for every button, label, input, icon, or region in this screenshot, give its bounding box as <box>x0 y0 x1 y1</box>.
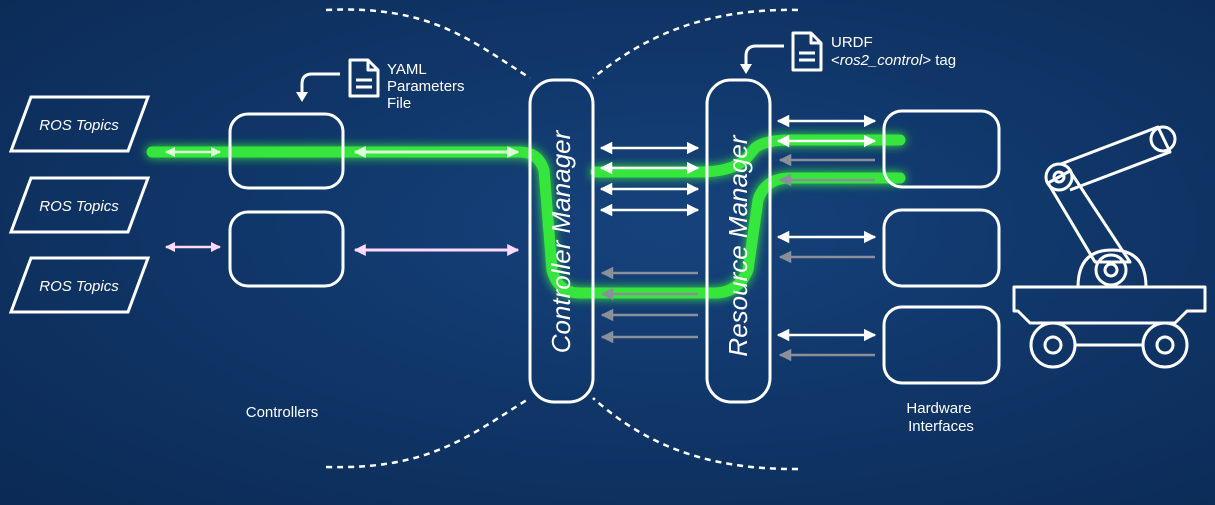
resource-manager: Resource Manager <box>705 78 772 404</box>
hardware-interface-box <box>882 305 1001 385</box>
hardware-interface-box <box>882 208 1001 288</box>
urdf-arrow-icon <box>740 44 784 74</box>
ros-topic-label: ROS Topics <box>39 278 119 295</box>
yaml-document-icon <box>348 58 380 98</box>
controller-manager: Controller Manager <box>528 78 595 404</box>
controller-manager-label: Controller Manager <box>546 129 576 353</box>
resource-manager-label: Resource Manager <box>723 134 753 356</box>
controller-box <box>228 112 345 190</box>
robot-arm-icon <box>1012 125 1207 369</box>
yaml-arrow-icon <box>296 72 340 102</box>
hardware-arrows <box>776 114 877 362</box>
controllers-label: Controllers <box>246 404 319 421</box>
yaml-file-label: YAML Parameters File <box>387 61 469 112</box>
hardware-interfaces-label: Hardware Interfaces <box>906 400 975 435</box>
ros-topic-label: ROS Topics <box>39 198 119 215</box>
urdf-document-icon <box>791 31 823 72</box>
ros-topic-label: ROS Topics <box>39 117 119 134</box>
green-flow-path <box>146 146 906 299</box>
ros-topic-box: ROS Topics <box>8 256 151 314</box>
manager-arrows <box>599 141 700 344</box>
urdf-title: URDF <box>831 34 873 51</box>
controller-box <box>228 210 345 288</box>
ros-topic-box: ROS Topics <box>8 176 151 234</box>
urdf-tag-label: <ros2_control> tag <box>831 52 956 69</box>
ros-topic-box: ROS Topics <box>8 95 151 153</box>
dashed-boundary <box>325 8 799 471</box>
hardware-interface-box <box>882 109 1001 189</box>
